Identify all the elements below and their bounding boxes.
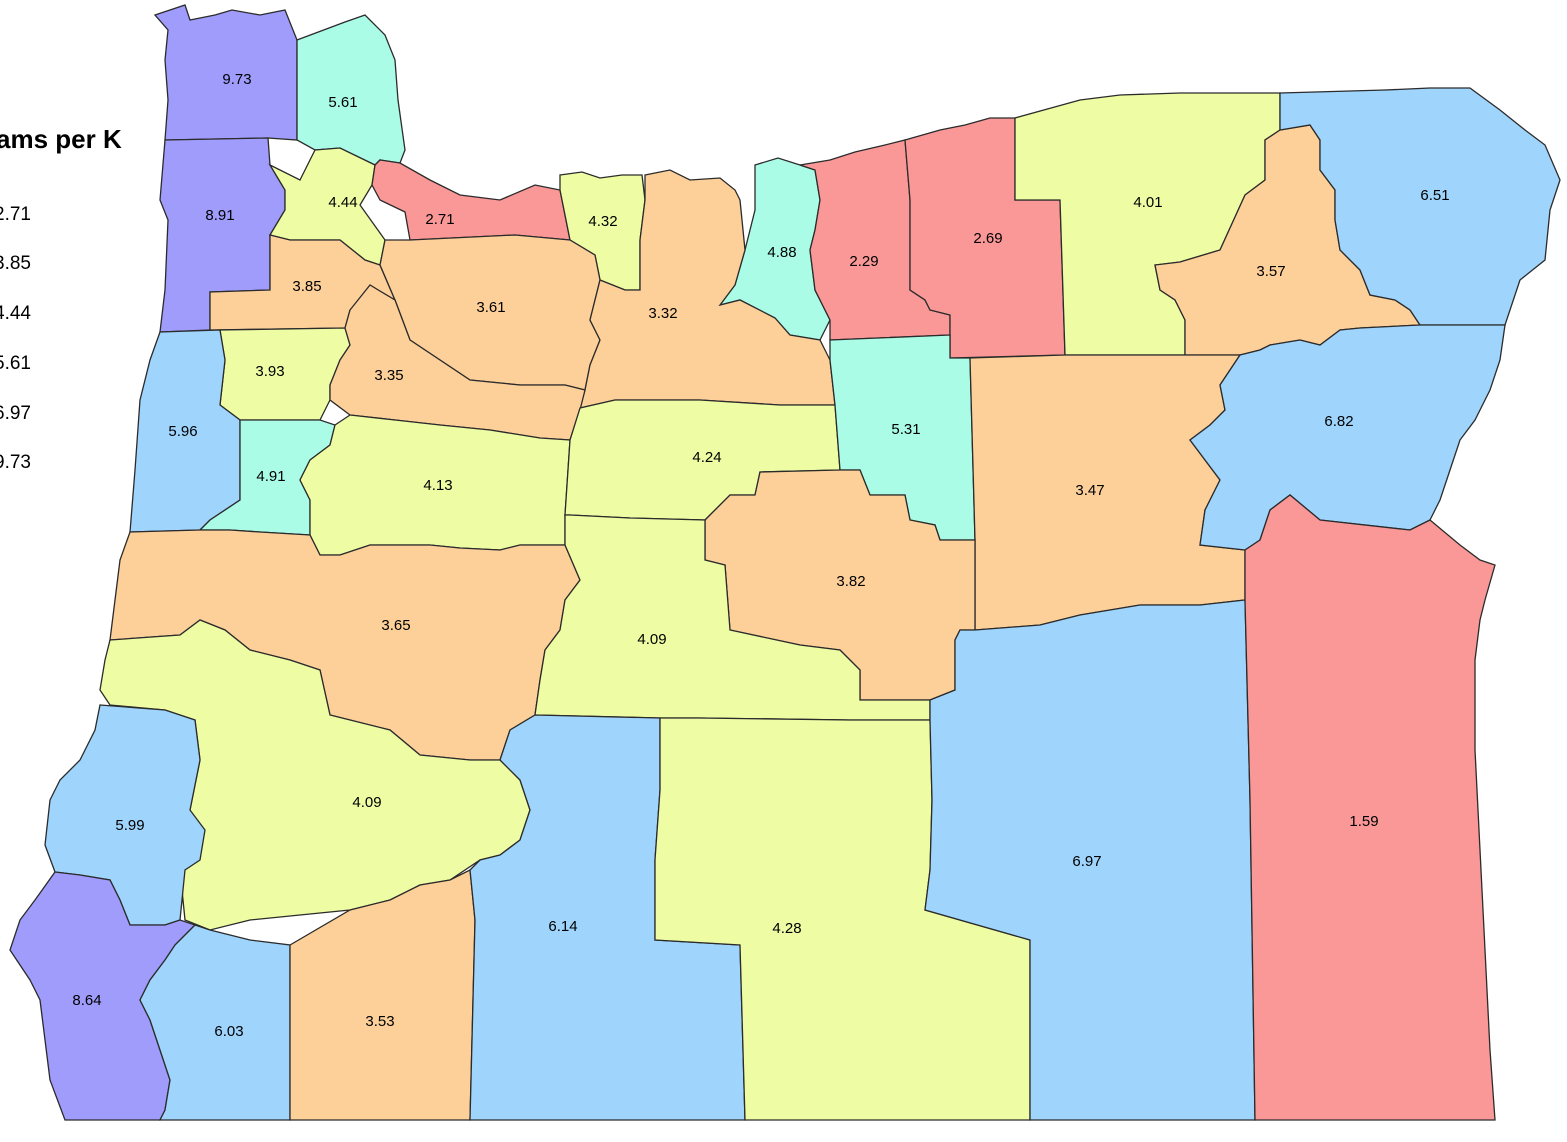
county-label-hood-river: 4.32 xyxy=(588,213,617,230)
county-label-lane: 3.65 xyxy=(381,617,410,634)
county-label-harney: 6.97 xyxy=(1072,853,1101,870)
county-label-sherman: 4.88 xyxy=(767,244,796,261)
map-legend: ams per K 2.71 3.85 4.44 5.61 6.97 9.73 xyxy=(0,0,170,520)
county-label-morrow: 2.69 xyxy=(973,230,1002,247)
county-label-baker: 6.82 xyxy=(1324,413,1353,430)
legend-break-2: 3.85 xyxy=(0,253,31,274)
county-label-josephine: 6.03 xyxy=(214,1023,243,1040)
county-label-lake: 4.28 xyxy=(772,920,801,937)
county-malheur[interactable] xyxy=(1244,494,1496,1121)
county-label-umatilla: 4.01 xyxy=(1133,194,1162,211)
county-label-benton: 4.91 xyxy=(256,468,285,485)
county-label-columbia: 5.61 xyxy=(328,94,357,111)
county-columbia[interactable] xyxy=(296,14,406,166)
county-label-curry: 8.64 xyxy=(72,992,101,1009)
legend-break-5: 6.97 xyxy=(0,403,31,424)
county-label-jackson: 3.53 xyxy=(365,1013,394,1030)
county-label-deschutes: 4.09 xyxy=(637,631,666,648)
county-label-gilliam: 2.29 xyxy=(849,253,878,270)
legend-break-6: 9.73 xyxy=(0,452,31,473)
county-label-wasco: 3.32 xyxy=(648,305,677,322)
county-polk[interactable] xyxy=(219,327,351,421)
county-baker[interactable] xyxy=(1189,324,1506,551)
county-multnomah[interactable] xyxy=(371,159,571,241)
county-label-coos: 5.99 xyxy=(115,817,144,834)
county-label-polk: 3.93 xyxy=(255,363,284,380)
county-josephine[interactable] xyxy=(139,924,291,1121)
legend-title: ams per K xyxy=(0,124,122,154)
county-label-malheur: 1.59 xyxy=(1349,813,1378,830)
county-label-wheeler: 5.31 xyxy=(891,421,920,438)
county-label-klamath: 6.14 xyxy=(548,918,577,935)
county-jackson[interactable] xyxy=(289,868,476,1121)
legend-break-3: 4.44 xyxy=(0,303,31,324)
county-label-wallowa: 6.51 xyxy=(1420,187,1449,204)
county-label-jefferson: 4.24 xyxy=(692,449,721,466)
county-label-yamhill: 3.85 xyxy=(292,278,321,295)
county-label-linn: 4.13 xyxy=(423,477,452,494)
county-label-tillamook: 8.91 xyxy=(205,207,234,224)
county-klamath[interactable] xyxy=(469,714,746,1121)
county-label-lincoln: 5.96 xyxy=(168,423,197,440)
county-label-clatsop: 9.73 xyxy=(222,71,251,88)
county-label-union: 3.57 xyxy=(1256,263,1285,280)
legend-break-1: 2.71 xyxy=(0,204,31,225)
county-label-multnomah: 2.71 xyxy=(425,211,454,228)
county-label-marion: 3.35 xyxy=(374,367,403,384)
county-label-douglas: 4.09 xyxy=(352,794,381,811)
legend-break-4: 5.61 xyxy=(0,353,31,374)
county-grant[interactable] xyxy=(969,354,1246,631)
county-label-crook: 3.82 xyxy=(836,573,865,590)
county-label-clackamas: 3.61 xyxy=(476,299,505,316)
county-label-grant: 3.47 xyxy=(1075,482,1104,499)
county-label-washington: 4.44 xyxy=(328,194,357,211)
